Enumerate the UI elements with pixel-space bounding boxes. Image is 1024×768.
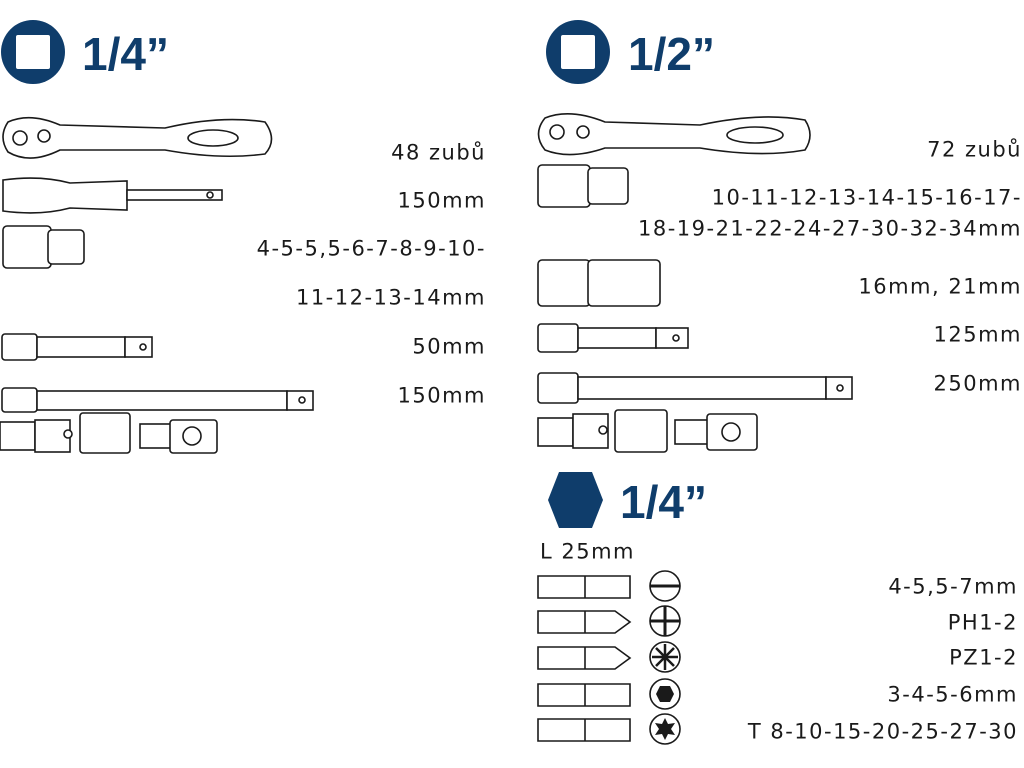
universal-joint-icon <box>0 412 131 454</box>
square-drive-circle-icon <box>546 20 610 84</box>
right-section-title: 1/2” <box>628 28 715 80</box>
bit-length-label: L 25mm <box>540 539 636 564</box>
ratchet-label: 72 zubů <box>927 137 1022 162</box>
extension-long-label: 250mm <box>933 371 1022 396</box>
socket-sizes-label-2: 18-19-21-22-24-27-30-32-34mm <box>637 216 1022 241</box>
spark-plug-socket-label: 16mm, 21mm <box>858 274 1022 299</box>
socket-icon <box>2 225 85 269</box>
spinner-handle-icon <box>2 177 223 214</box>
hexagon-icon <box>548 472 603 528</box>
phillips-bit-icon <box>537 605 681 637</box>
socket-sizes-label: 4-5-5,5-6-7-8-9-10- <box>256 236 486 261</box>
torx-bit-icon <box>537 713 681 745</box>
socket-sizes-label: 10-11-12-13-14-15-16-17- <box>711 185 1022 210</box>
phillips-bit-label: PH1-2 <box>947 610 1018 635</box>
hex-bit-icon <box>537 678 681 710</box>
pozidriv-bit-icon <box>537 641 681 673</box>
extension-short-label: 50mm <box>412 334 486 359</box>
bits-section-title: 1/4” <box>620 476 707 528</box>
extension-short-icon <box>537 323 689 353</box>
extension-long-icon <box>537 372 853 404</box>
ratchet-label: 48 zubů <box>391 140 486 165</box>
left-section-title: 1/4” <box>82 28 169 80</box>
square-drive-circle-icon <box>1 20 65 84</box>
pozidriv-bit-label: PZ1-2 <box>949 645 1018 670</box>
torx-bit-label: T 8-10-15-20-25-27-30 <box>747 719 1018 744</box>
spinner-handle-label: 150mm <box>397 188 486 213</box>
extension-short-label: 125mm <box>933 322 1022 347</box>
extension-long-label: 150mm <box>397 383 486 408</box>
ratchet-icon <box>537 113 811 156</box>
socket-icon <box>537 164 629 208</box>
extension-short-icon <box>1 333 153 361</box>
slotted-bit-icon <box>537 570 681 602</box>
adapter-icon <box>139 419 218 454</box>
socket-sizes-label-2: 11-12-13-14mm <box>295 285 486 310</box>
spark-plug-socket-icon <box>537 259 661 307</box>
adapter-icon <box>674 413 758 451</box>
hex-bit-label: 3-4-5-6mm <box>887 682 1018 707</box>
extension-long-icon <box>1 387 314 413</box>
universal-joint-icon <box>537 409 668 453</box>
ratchet-icon <box>2 116 273 159</box>
slotted-bit-label: 4-5,5-7mm <box>888 574 1018 599</box>
